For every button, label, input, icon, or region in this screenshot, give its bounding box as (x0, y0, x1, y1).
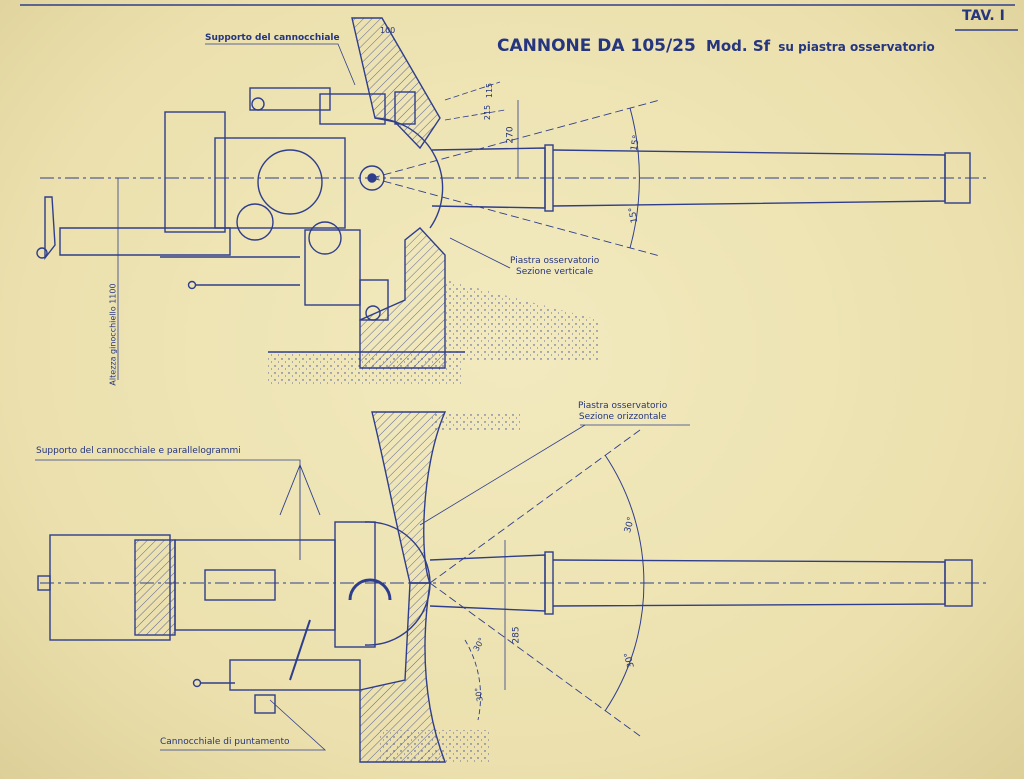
traverse-knob (187, 280, 197, 290)
plan-recoil-housing (174, 539, 336, 631)
aiming-eyepiece (254, 694, 276, 714)
parallelogram-bar (289, 619, 311, 681)
aiming-knob (192, 678, 202, 688)
plate-number: TAV. I (962, 8, 1005, 24)
cradle-box (164, 111, 226, 233)
barrel-ring (544, 144, 554, 212)
recoil-housing (214, 137, 346, 229)
telescope-support (249, 87, 331, 111)
trunnion-circle (359, 165, 385, 191)
elevation-down-line (371, 177, 661, 257)
telescope-mount (319, 93, 386, 125)
title-model: Mod. Sf (705, 37, 771, 55)
plan-barrel-ring (544, 551, 554, 615)
handwheel-right (308, 221, 342, 255)
height-dimension-label: 270 (505, 126, 516, 144)
plan-breech-ring (348, 578, 392, 601)
plate-horizontal-upper (371, 411, 447, 584)
plan-muzzle (944, 559, 973, 607)
offset-b-dimension: 115 (485, 82, 495, 99)
plate-vertical-label: Piastra osservatorio Sezione verticale (510, 256, 599, 278)
trail-ring (36, 247, 48, 259)
plate-horizontal-label: Piastra osservatorio Sezione orizzontale (578, 401, 667, 423)
muzzle (944, 152, 971, 204)
plate-top-dimension: 100 (380, 26, 396, 35)
plate-horizontal-leader (419, 424, 586, 526)
plate-horizontal-label-2: Sezione orizzontale (578, 412, 667, 422)
telescope-eye (394, 91, 416, 125)
plan-width-label: 285 (511, 626, 522, 644)
plan-telescope-support-label: Supporto del cannocchiale e parallelogra… (36, 446, 241, 456)
telescope-knob (251, 97, 265, 111)
elevation-telescope-support-label: Supporto del cannocchiale (205, 33, 340, 43)
inner-arc (464, 639, 482, 721)
sheet-title: CANNONE DA 105/25 Mod. Sf su piastra oss… (497, 36, 935, 56)
plan-floor-fill (380, 730, 490, 762)
ground-fill (445, 280, 600, 360)
base-bolt (365, 305, 381, 321)
plate-lower-section (359, 227, 446, 369)
telescope-support-leader (205, 43, 356, 86)
elevation-arc (629, 107, 640, 249)
plan-carriage-plate (334, 521, 376, 648)
plan-support-leader (35, 459, 301, 470)
offset-line-a (444, 81, 501, 101)
title-rest: su piastra osservatorio (778, 40, 935, 54)
aiming-telescope-label: Cannocchiale di puntamento (160, 737, 290, 747)
plan-top-fill (430, 412, 520, 430)
plate-vertical-leader (449, 237, 511, 269)
trail-hook (44, 196, 56, 261)
offset-a-dimension: 215 (483, 104, 493, 121)
plate-horizontal-label-1: Piastra osservatorio (578, 401, 668, 411)
elevation-up-line (371, 99, 661, 179)
trail-arm (59, 227, 231, 256)
aiming-telescope-body (229, 659, 361, 691)
handwheel-small (236, 203, 274, 241)
plan-spring-pack (134, 539, 176, 636)
plan-sphere-upper (364, 521, 431, 584)
elevation-gear (257, 149, 323, 215)
plan-sphere-lower (364, 582, 431, 646)
plate-vertical-label-1: Piastra osservatorio (510, 256, 600, 266)
plan-breech-block (204, 569, 276, 601)
traverse-arc (604, 454, 645, 712)
plate-horizontal-lower (359, 582, 447, 763)
offset-line-b (444, 109, 506, 121)
title-main: CANNONE DA 105/25 (497, 36, 696, 56)
aiming-telescope-leader (160, 699, 327, 751)
plate-vertical-label-2: Sezione verticale (516, 267, 594, 277)
floor-fill (268, 352, 463, 386)
elevation-view (36, 17, 990, 386)
lower-mechanism (304, 229, 361, 306)
trunnion-height-label: Altezza ginocchiello 1100 (108, 283, 118, 386)
plate-upper-section (351, 17, 441, 150)
plan-rear-cap (37, 575, 51, 591)
plan-view (35, 411, 990, 763)
